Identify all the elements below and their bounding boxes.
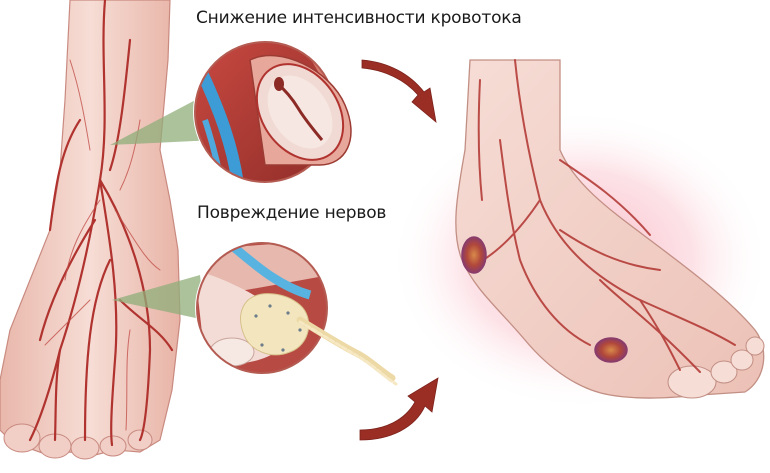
artery-inset <box>193 40 352 184</box>
ulcer-toe-base <box>594 337 628 363</box>
nerve-inset <box>195 241 398 386</box>
pointer-nerve <box>112 275 205 320</box>
label-reduced-blood-flow: Снижение интенсивности кровотока <box>196 8 522 28</box>
arrow-top <box>361 59 437 124</box>
ulcer-heel-side <box>461 236 487 274</box>
pointer-artery <box>110 95 215 145</box>
label-nerve-damage: Повреждение нервов <box>197 203 387 223</box>
healthy-foot <box>0 0 181 460</box>
diabetic-foot <box>390 59 770 410</box>
arrow-bottom <box>359 377 439 441</box>
